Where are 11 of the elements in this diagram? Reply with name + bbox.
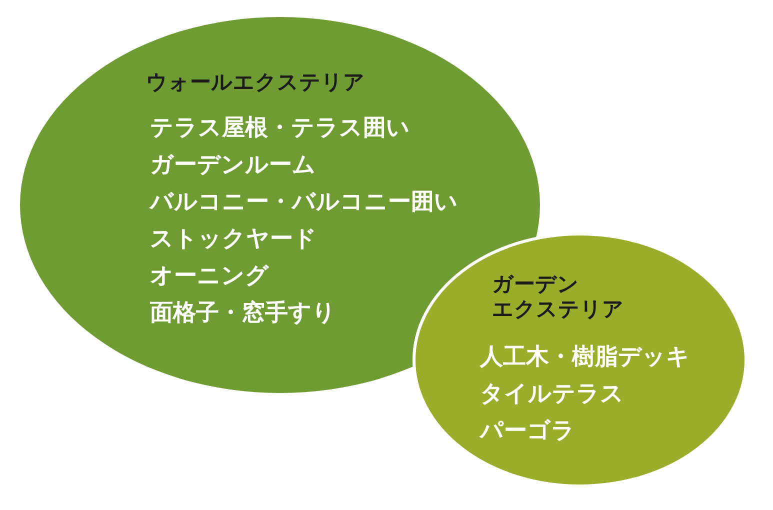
item-text: パーゴラ bbox=[480, 418, 575, 446]
category-heading: ガーデンエクステリア bbox=[492, 272, 624, 322]
category-heading: ウォールエクステリア bbox=[146, 70, 365, 96]
item-text: バルコニー・バルコニー囲い bbox=[150, 189, 458, 217]
item-text: テラス屋根・テラス囲い bbox=[150, 115, 410, 143]
item-text: タイルテラス bbox=[480, 381, 624, 409]
item-text: 人工木・樹脂デッキ bbox=[480, 344, 690, 372]
item-text: 面格子・窓手すり bbox=[150, 300, 336, 328]
item-text: ガーデンルーム bbox=[150, 152, 316, 180]
item-text: オーニング bbox=[150, 263, 269, 291]
item-text: ストックヤード bbox=[150, 226, 317, 254]
